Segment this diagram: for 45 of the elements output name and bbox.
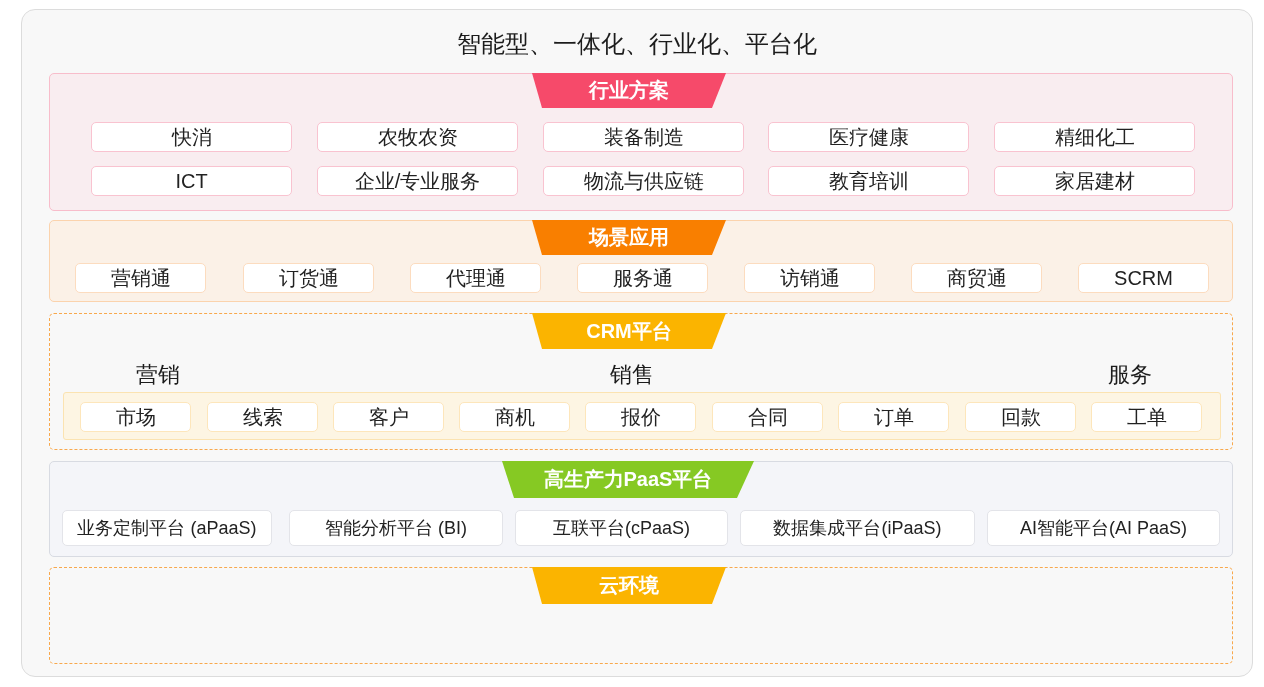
layer-banner: 云环境	[532, 567, 726, 604]
module-box: 订货通	[243, 263, 374, 293]
layer-panel	[49, 461, 1233, 557]
module-box: 医疗健康	[768, 122, 969, 152]
module-box: 农牧农资	[317, 122, 518, 152]
layer-panel	[49, 220, 1233, 302]
group-heading: 营销	[136, 362, 180, 388]
module-box: 客户	[333, 402, 444, 432]
layer-banner: 高生产力PaaS平台	[502, 461, 754, 498]
module-box: 报价	[585, 402, 696, 432]
layer-banner: 场景应用	[532, 220, 726, 255]
diagram-title: 智能型、一体化、行业化、平台化	[457, 30, 817, 58]
module-box: 快消	[91, 122, 292, 152]
module-box: 服务通	[577, 263, 708, 293]
module-box: 家居建材	[994, 166, 1195, 196]
module-box: 代理通	[410, 263, 541, 293]
module-box: 访销通	[744, 263, 875, 293]
module-box: ICT	[91, 166, 292, 196]
module-box: 业务定制平台 (aPaaS)	[62, 510, 272, 546]
module-box: 互联平台(cPaaS)	[515, 510, 728, 546]
group-heading: 服务	[1108, 362, 1152, 388]
module-box: SCRM	[1078, 263, 1209, 293]
module-box: 精细化工	[994, 122, 1195, 152]
module-box: 商贸通	[911, 263, 1042, 293]
module-box: 企业/专业服务	[317, 166, 518, 196]
module-box: 装备制造	[543, 122, 744, 152]
module-box: 回款	[965, 402, 1076, 432]
layer-banner: CRM平台	[532, 313, 726, 349]
module-box: 教育培训	[768, 166, 969, 196]
module-box: 数据集成平台(iPaaS)	[740, 510, 975, 546]
module-box: AI智能平台(AI PaaS)	[987, 510, 1220, 546]
module-box: 合同	[712, 402, 823, 432]
module-box: 营销通	[75, 263, 206, 293]
layer-banner: 行业方案	[532, 73, 726, 108]
module-box: 智能分析平台 (BI)	[289, 510, 503, 546]
module-box: 线索	[207, 402, 318, 432]
module-box: 市场	[80, 402, 191, 432]
layer-panel	[49, 313, 1233, 450]
module-box: 工单	[1091, 402, 1202, 432]
module-box: 订单	[838, 402, 949, 432]
module-box: 物流与供应链	[543, 166, 744, 196]
layer-panel	[49, 73, 1233, 211]
module-box: 商机	[459, 402, 570, 432]
group-heading: 销售	[610, 362, 654, 388]
layer-panel	[49, 567, 1233, 664]
